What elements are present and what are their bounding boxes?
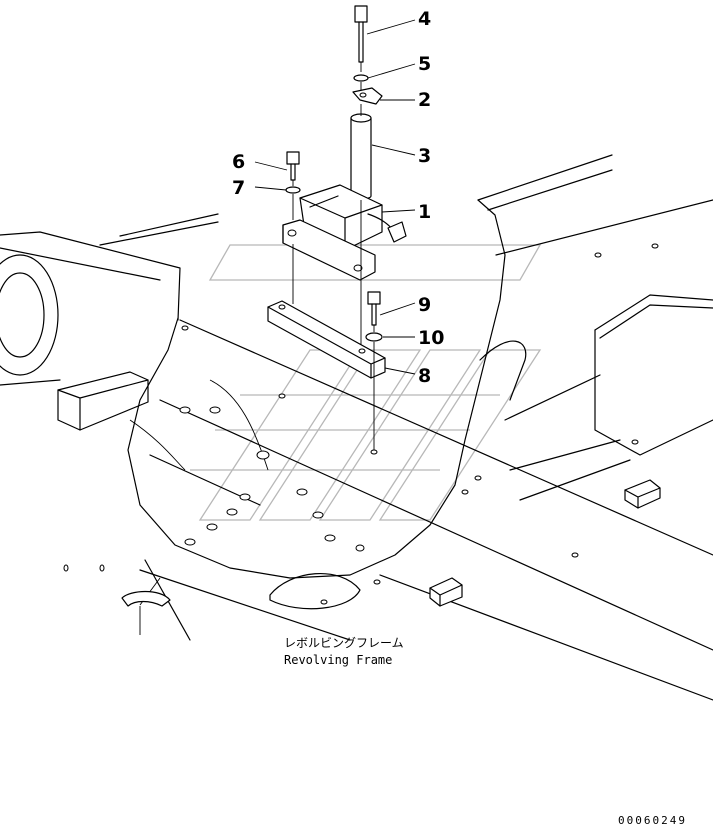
- callout-9: 9: [418, 294, 431, 316]
- leader-lines: [139, 19, 416, 606]
- drawing-code: 00060249: [618, 814, 687, 827]
- callout-6: 6: [232, 151, 245, 173]
- callout-7: 7: [232, 177, 245, 199]
- pad-part: [121, 590, 171, 635]
- bolt-6: [286, 151, 300, 181]
- callout-labels: 4 5 2 3 6 7 1 9 10 8: [232, 8, 444, 387]
- assembly-center-lines: [292, 62, 378, 455]
- bolt-9: [367, 291, 381, 326]
- washer-10: [365, 332, 383, 342]
- right-side-structure: [269, 294, 713, 610]
- caption-english: Revolving Frame: [284, 653, 392, 667]
- washer-5: [353, 74, 369, 82]
- revolving-frame-deck: [127, 154, 713, 701]
- callout-2: 2: [418, 89, 431, 111]
- spacer-3: [350, 113, 372, 200]
- callout-5: 5: [418, 53, 431, 75]
- callout-1: 1: [418, 201, 431, 223]
- caption-japanese: レボルビングフレーム: [284, 636, 404, 650]
- washer-7: [285, 186, 301, 194]
- bolt-4: [354, 5, 368, 63]
- watermark-logo: [190, 244, 542, 521]
- left-boom-bracket: [0, 213, 219, 431]
- plate-8: [267, 300, 386, 379]
- clamp-2: [352, 87, 383, 105]
- callout-8: 8: [418, 365, 431, 387]
- callout-4: 4: [418, 8, 431, 30]
- callout-10: 10: [418, 327, 444, 349]
- relay-1: [282, 184, 407, 281]
- callout-3: 3: [418, 145, 431, 167]
- deck-holes: [63, 243, 659, 605]
